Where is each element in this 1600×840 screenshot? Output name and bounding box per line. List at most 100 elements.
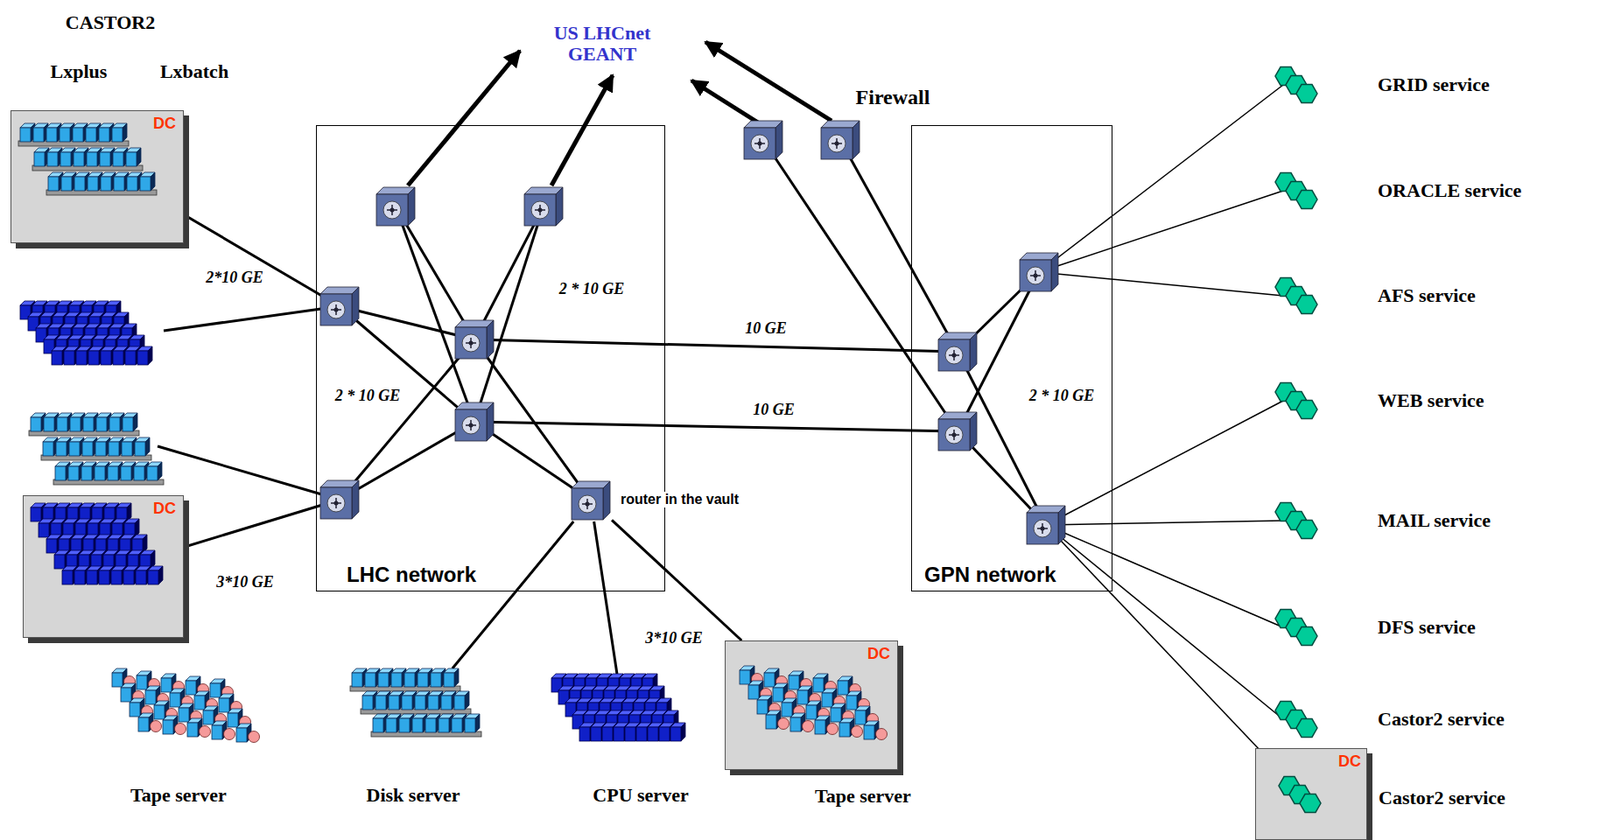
figure-part bbox=[1033, 519, 1052, 538]
server-unit bbox=[425, 714, 441, 733]
figure-part bbox=[590, 727, 602, 742]
figure-part bbox=[140, 176, 151, 191]
figure-part bbox=[133, 413, 138, 432]
service-icon bbox=[1275, 610, 1318, 646]
server-unit bbox=[33, 123, 49, 142]
figure-part bbox=[108, 442, 120, 457]
node-label: Tape server bbox=[814, 785, 912, 808]
figure-part bbox=[129, 702, 141, 717]
server-unit bbox=[73, 147, 89, 167]
figure-part bbox=[602, 727, 613, 742]
figure-part bbox=[320, 294, 352, 326]
server-unit bbox=[42, 437, 58, 457]
node-label: LHC network bbox=[344, 562, 478, 588]
server-unit bbox=[43, 413, 59, 432]
figure-part bbox=[100, 176, 112, 191]
figure-part bbox=[428, 695, 439, 710]
service-node: AFS service bbox=[1270, 273, 1323, 318]
figure-part bbox=[87, 176, 99, 191]
figure-part bbox=[133, 466, 145, 481]
server-group: CPU server bbox=[551, 673, 695, 751]
figure-part bbox=[74, 570, 85, 585]
figure-part bbox=[334, 308, 339, 313]
figure-part bbox=[73, 152, 85, 167]
uplink-arrow bbox=[407, 50, 520, 186]
figure-part bbox=[388, 695, 400, 710]
figure-part bbox=[30, 417, 42, 432]
figure-part bbox=[1037, 523, 1048, 534]
network-link bbox=[157, 446, 340, 500]
server-unit bbox=[95, 437, 111, 457]
node-illustration bbox=[112, 668, 276, 751]
network-link bbox=[474, 421, 958, 432]
server-unit bbox=[351, 668, 367, 688]
network-link bbox=[452, 521, 574, 669]
figure-part bbox=[670, 727, 681, 742]
router-icon bbox=[376, 187, 415, 226]
server-unit bbox=[94, 462, 110, 481]
node-illustration bbox=[1270, 605, 1323, 650]
figure-part bbox=[372, 718, 384, 733]
server-unit bbox=[96, 413, 112, 432]
figure-part bbox=[85, 127, 97, 142]
server-unit bbox=[388, 691, 404, 710]
figure-part bbox=[145, 690, 156, 705]
figure-part bbox=[636, 727, 647, 742]
figure-part bbox=[122, 417, 134, 432]
server-unit bbox=[83, 413, 99, 432]
figure-part bbox=[401, 695, 413, 710]
figure-part bbox=[376, 194, 408, 226]
service-icon bbox=[1275, 503, 1318, 540]
figure-part bbox=[952, 433, 957, 438]
figure-part bbox=[351, 287, 359, 326]
figure-part bbox=[210, 683, 221, 698]
figure-part bbox=[69, 442, 80, 457]
service-icon bbox=[1275, 383, 1318, 420]
link-speed-label: 10 GE bbox=[743, 319, 789, 338]
figure-part bbox=[1296, 520, 1318, 540]
server-unit bbox=[385, 714, 401, 733]
server-unit bbox=[464, 714, 480, 733]
figure-part bbox=[383, 201, 401, 219]
server-unit bbox=[85, 123, 101, 142]
figure-part bbox=[136, 147, 141, 167]
caption-label: US LHCnet GEANT bbox=[545, 22, 660, 65]
figure-part bbox=[94, 466, 106, 481]
server-unit bbox=[399, 714, 415, 733]
figure-part bbox=[739, 670, 751, 685]
figure-part bbox=[61, 176, 72, 191]
figure-part bbox=[112, 350, 124, 365]
server-unit bbox=[414, 691, 430, 710]
server-group: Tape server bbox=[112, 668, 276, 751]
figure-part bbox=[538, 208, 543, 213]
router-icon bbox=[571, 481, 611, 520]
figure-part bbox=[1058, 505, 1066, 545]
figure-part bbox=[945, 346, 963, 365]
uplink-arrow bbox=[551, 75, 613, 186]
figure-part bbox=[42, 442, 54, 457]
service-link bbox=[1038, 84, 1284, 273]
figure-part bbox=[555, 187, 563, 226]
figure-part bbox=[147, 346, 153, 365]
tape-reel bbox=[778, 718, 790, 730]
service-link bbox=[1038, 190, 1284, 273]
figure-part bbox=[647, 727, 659, 742]
server-unit bbox=[454, 691, 470, 710]
tape-reel bbox=[175, 723, 187, 736]
figure-part bbox=[60, 152, 71, 167]
server-unit bbox=[60, 147, 76, 167]
figure-part bbox=[765, 715, 777, 730]
figure-part bbox=[863, 725, 875, 740]
figure-part bbox=[1051, 252, 1059, 292]
figure-part bbox=[948, 429, 960, 441]
figure-part bbox=[855, 710, 866, 725]
server-unit bbox=[86, 147, 102, 167]
figure-part bbox=[417, 673, 429, 688]
server-unit bbox=[133, 462, 149, 481]
server-unit bbox=[109, 413, 125, 432]
figure-part bbox=[76, 350, 87, 365]
service-icon bbox=[1278, 777, 1321, 814]
figure-part bbox=[63, 350, 75, 365]
figure-part bbox=[72, 127, 84, 142]
node-illustration bbox=[551, 673, 695, 751]
